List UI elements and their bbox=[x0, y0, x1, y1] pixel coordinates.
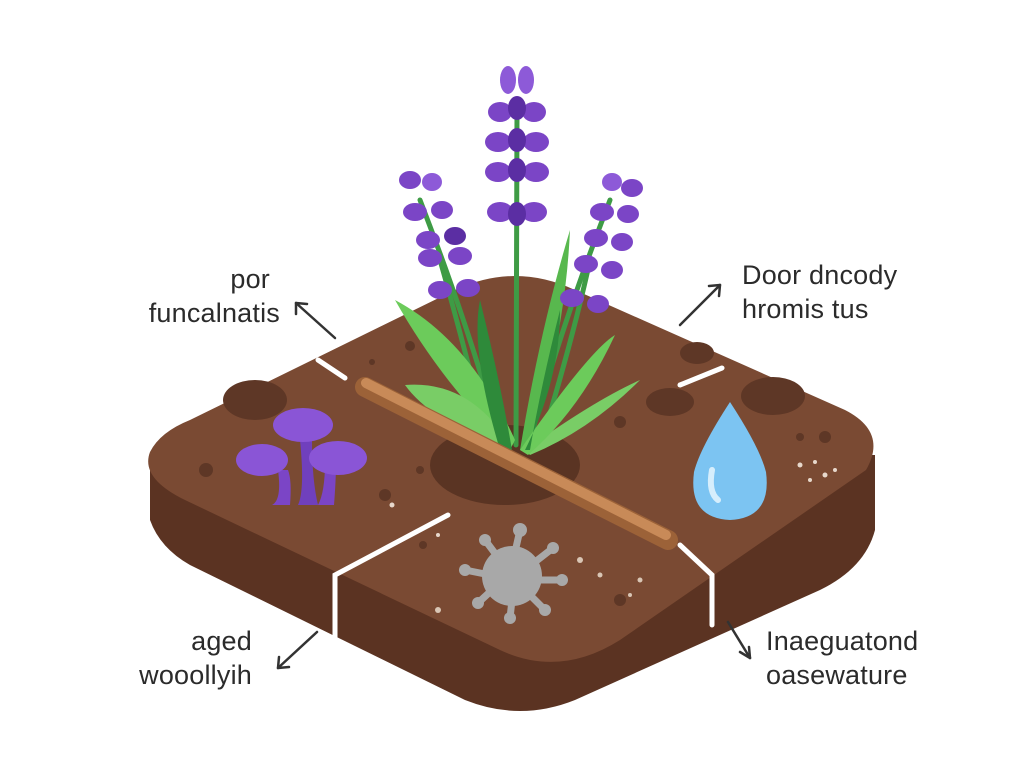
label-bottom-left: aged wooollyih bbox=[112, 624, 252, 692]
stick-icon bbox=[355, 377, 678, 550]
arrows bbox=[276, 283, 752, 670]
label-top-right-line-1: Door dncody bbox=[742, 260, 898, 290]
soil-specks bbox=[199, 341, 837, 613]
mold-spot-icon bbox=[459, 523, 568, 624]
label-bottom-right-line-1: Inaeguatond bbox=[766, 626, 919, 656]
mushroom-icon bbox=[236, 408, 367, 505]
label-top-left-line-1: por bbox=[230, 264, 270, 294]
arrow-top-left bbox=[294, 301, 337, 340]
label-top-right-line-2: hromis tus bbox=[742, 294, 869, 324]
label-bottom-right-line-2: oasewature bbox=[766, 660, 908, 690]
arrow-top-right bbox=[678, 283, 722, 327]
water-drop-icon bbox=[693, 402, 767, 520]
label-bottom-left-line-2: wooollyih bbox=[139, 660, 252, 690]
arrow-bottom-right bbox=[726, 620, 752, 660]
arrow-bottom-left bbox=[276, 630, 319, 670]
label-top-right: Door dncody hromis tus bbox=[742, 258, 897, 326]
lavender-plant bbox=[395, 66, 643, 455]
plot-dividers bbox=[315, 357, 725, 643]
label-top-left-line-2: funcalnatis bbox=[148, 298, 280, 328]
label-bottom-right: Inaeguatond oasewature bbox=[766, 624, 918, 692]
label-bottom-left-line-1: aged bbox=[191, 626, 252, 656]
label-top-left: por funcalnatis bbox=[120, 262, 280, 330]
